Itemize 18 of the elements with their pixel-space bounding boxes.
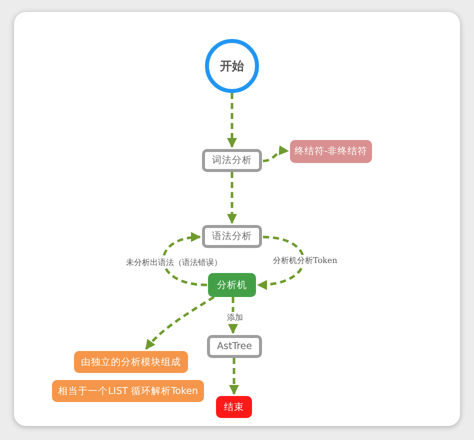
- end-box: 结束: [216, 396, 252, 418]
- process-box: AstTree: [207, 335, 262, 358]
- arrow: [262, 146, 289, 162]
- arrow: [257, 236, 305, 290]
- arrow: [228, 297, 238, 334]
- note-box: 相当于一个LIST 循环解析Token: [52, 380, 204, 402]
- arrow: [145, 296, 215, 350]
- arrow: [227, 172, 237, 224]
- note-box: 终结符-非终结符: [290, 140, 372, 163]
- process-box: 词法分析: [202, 149, 262, 172]
- process-box: 分析机: [208, 273, 256, 297]
- edge-label: 添加: [226, 312, 244, 323]
- edge-label: 分析机分析Token: [272, 255, 338, 266]
- arrow: [229, 358, 239, 395]
- arrow: [162, 232, 208, 286]
- note-box: 由独立的分析模块组成: [74, 351, 188, 373]
- arrow: [227, 93, 237, 148]
- process-box: 语法分析: [202, 225, 262, 248]
